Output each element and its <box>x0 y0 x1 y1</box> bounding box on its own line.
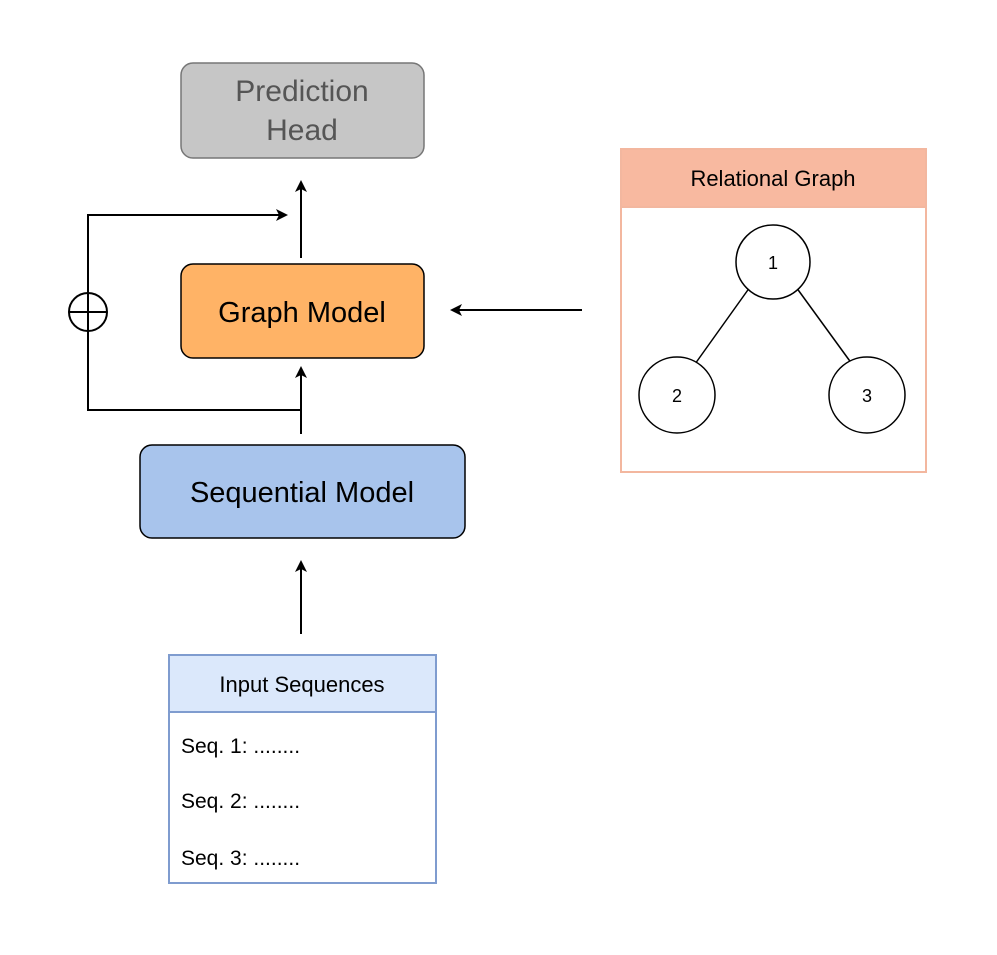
graph-model-node: Graph Model <box>180 263 425 359</box>
prediction-head-node: Prediction Head <box>180 62 425 159</box>
graph-edge-1-3 <box>795 286 853 365</box>
relational-graph-panel: Relational Graph 1 2 3 <box>620 148 927 473</box>
input-sequences-table: Input Sequences Seq. 1: ........ Seq. 2:… <box>168 654 437 884</box>
graph-node-1 <box>735 224 811 300</box>
graph-node-2-label: 2 <box>672 386 682 406</box>
sequential-model-node: Sequential Model <box>139 444 466 539</box>
input-sequence-row-3: Seq. 3: ........ <box>181 847 300 870</box>
relational-graph-header <box>620 148 927 208</box>
graph-node-3 <box>828 356 906 434</box>
graph-node-3-label: 3 <box>862 386 872 406</box>
circle-plus-icon <box>68 292 108 332</box>
graph-node-2 <box>638 356 716 434</box>
graph-edge-1-2 <box>694 286 751 365</box>
input-sequence-row-2: Seq. 2: ........ <box>181 790 300 813</box>
input-sequences-title: Input Sequences <box>219 672 384 697</box>
graph-model-label: Graph Model <box>218 297 386 329</box>
graph-node-1-label: 1 <box>768 253 778 273</box>
sequential-model-label: Sequential Model <box>190 477 414 509</box>
relational-graph-title: Relational Graph <box>690 166 855 191</box>
input-sequence-row-1: Seq. 1: ........ <box>181 735 300 758</box>
prediction-head-label-line1: Prediction <box>235 75 368 108</box>
input-sequences-header <box>168 654 437 713</box>
prediction-head-label-line2: Head <box>266 114 338 147</box>
